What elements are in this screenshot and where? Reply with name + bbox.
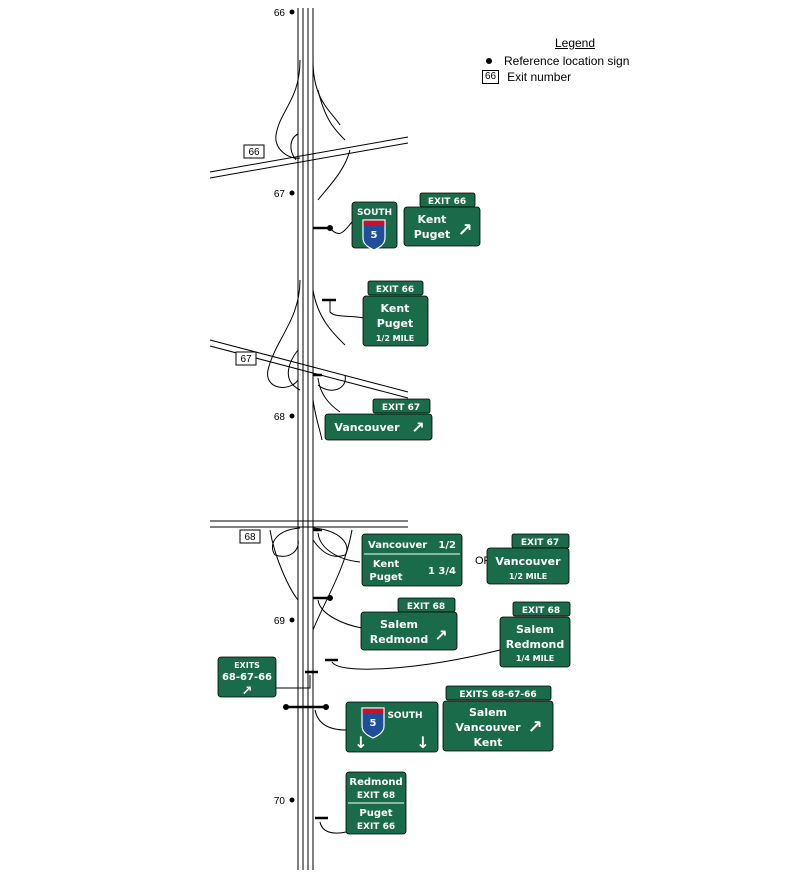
sign3-line2: Puget [377, 317, 414, 330]
sign-exit66-advance: EXIT 66 Kent Puget 1/2 MILE [362, 280, 429, 347]
sign6-line1: Vancouver [495, 555, 561, 568]
legend-title: Legend [554, 36, 596, 50]
sign6-exit-tab: EXIT 67 [521, 538, 559, 548]
exit-number-boxes: 66 67 68 [235, 144, 265, 544]
mainline-freeway [297, 8, 314, 870]
exit-box-67: 67 [240, 354, 252, 365]
sign3-line1: Kent [381, 302, 410, 315]
sign9-line1: EXITS [234, 661, 260, 670]
sign5-row2-dest-a: Kent [373, 559, 399, 570]
sign5-row1-dest: Vancouver [368, 540, 427, 551]
sign5-row2-dist: 1 3/4 [428, 566, 456, 577]
sign-exit68-action: EXIT 68 Salem Redmond ↗ [360, 597, 458, 651]
sign8-line2: Redmond [506, 638, 565, 651]
sign11-line2: Vancouver [455, 721, 521, 734]
sign2-line1: Kent [418, 213, 447, 226]
reference-dot-icon [486, 58, 492, 64]
sign-south-i5-trailblazer: SOUTH 5 [351, 201, 398, 251]
legend-ref-row: Reference location sign [482, 54, 640, 68]
sign12-dest-b: Puget [359, 808, 392, 819]
sign-exit-list: Redmond EXIT 68 Puget EXIT 66 [345, 771, 407, 835]
sign12-exit-a: EXIT 68 [357, 791, 395, 801]
sign3-exit-tab: EXIT 66 [376, 285, 414, 295]
sign7-line1: Salem [380, 618, 418, 631]
sign-exits-combined-right: EXITS 68-67-66 Salem Vancouver Kent ↗ [442, 685, 554, 752]
sign12-exit-b: EXIT 66 [357, 822, 395, 832]
up-right-arrow-icon: ↗ [242, 684, 253, 699]
sign-exit67-action: EXIT 67 Vancouver ↗ [324, 398, 433, 441]
sign3-distance: 1/2 MILE [376, 334, 414, 343]
sign5-row2-dest-b: Puget [369, 572, 402, 583]
exit-number-box: 66 [482, 70, 500, 84]
sign10-direction: SOUTH [387, 711, 422, 721]
sign-exit67-advance: EXIT 67 Vancouver 1/2 MILE [486, 533, 570, 585]
sign5-row1-dist: 1/2 [438, 540, 456, 551]
milepost-70: 70 [274, 796, 286, 807]
sign6-distance: 1/2 MILE [509, 572, 547, 581]
sign-distance-vancouver-kent: Vancouver 1/2 Kent Puget 1 3/4 [361, 533, 463, 587]
legend-exit-row: 66 Exit number [482, 70, 640, 84]
up-right-arrow-icon: ↗ [457, 220, 472, 241]
sign-exit68-advance: EXIT 68 Salem Redmond 1/4 MILE [499, 601, 571, 668]
sign8-distance: 1/4 MILE [516, 654, 554, 663]
sign11-line3: Kent [474, 736, 503, 749]
sign1-shield-number: 5 [371, 230, 378, 241]
up-right-arrow-icon: ↗ [434, 626, 447, 645]
sign4-line1: Vancouver [334, 421, 400, 434]
milepost-67: 67 [274, 189, 286, 200]
up-right-arrow-icon: ↗ [527, 717, 542, 738]
sign9-line2: 68-67-66 [222, 672, 272, 683]
sign12-dest-a: Redmond [349, 777, 402, 788]
sign11-line1: Salem [469, 706, 507, 719]
mileposts: 66 67 68 69 70 [274, 8, 295, 807]
sign7-exit-tab: EXIT 68 [407, 602, 445, 612]
sign8-line1: Salem [516, 623, 554, 636]
interchange-68 [210, 520, 408, 631]
milepost-69: 69 [274, 616, 286, 627]
sign4-exit-tab: EXIT 67 [382, 403, 420, 413]
sign-exits-combined-left: EXITS 68-67-66 ↗ [217, 656, 277, 699]
sign10-shield-number: 5 [370, 718, 377, 729]
sign-location-markers [276, 221, 501, 834]
legend: Legend Reference location sign 66 Exit n… [470, 36, 640, 86]
legend-exit-label: Exit number [507, 70, 572, 84]
milepost-68: 68 [274, 412, 286, 423]
interchange-67 [209, 279, 409, 441]
sign-exit66-action: EXIT 66 Kent Puget ↗ [403, 192, 481, 247]
sign2-exit-tab: EXIT 66 [428, 197, 466, 207]
sign1-direction: SOUTH [357, 208, 392, 218]
sign-i5-south-lanes: 5 SOUTH ↓ ↓ [345, 701, 439, 753]
sign11-exit-tab: EXITS 68-67-66 [459, 690, 536, 700]
sign8-exit-tab: EXIT 68 [522, 606, 560, 616]
sign7-line2: Redmond [370, 633, 429, 646]
down-arrow-icon: ↓ [416, 733, 429, 752]
sign2-line2: Puget [414, 228, 451, 241]
interchange-66 [209, 59, 409, 201]
exit-box-68: 68 [244, 532, 256, 543]
exit-box-66: 66 [248, 147, 260, 158]
up-right-arrow-icon: ↗ [411, 418, 424, 437]
down-arrow-icon: ↓ [354, 733, 367, 752]
legend-ref-label: Reference location sign [504, 54, 630, 68]
milepost-66: 66 [274, 8, 286, 19]
